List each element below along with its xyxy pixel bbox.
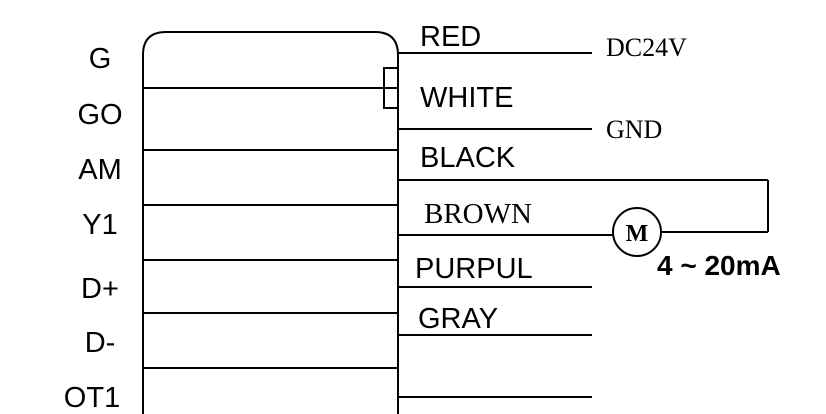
wire-labels: RED WHITE BLACK BROWN PURPUL GRAY (415, 21, 533, 335)
supply-label-dc24v: DC24V (606, 33, 687, 62)
meter-icon: M (612, 207, 662, 257)
terminal-label-g: G (89, 43, 112, 75)
terminal-label-y1: Y1 (82, 209, 117, 241)
terminal-label-ot1: OT1 (64, 382, 120, 414)
wire-label-purpul: PURPUL (415, 253, 533, 285)
white-wire-bracket (383, 67, 398, 109)
wire-leads (398, 52, 769, 398)
terminal-label-am: AM (78, 154, 122, 186)
terminal-separators (143, 87, 398, 369)
wire-label-red: RED (420, 21, 481, 53)
wire-label-black: BLACK (420, 142, 516, 174)
terminal-labels: G GO AM Y1 D+ D- OT1 (64, 43, 123, 414)
terminal-label-go: GO (77, 99, 122, 131)
wire-label-white: WHITE (420, 82, 513, 114)
device-block-outline (142, 31, 399, 414)
meter-circle (612, 207, 662, 257)
meter-symbol-label: M (626, 221, 649, 247)
supply-label-gnd: GND (606, 115, 662, 144)
wire-label-brown: BROWN (424, 198, 532, 230)
wire-label-gray: GRAY (418, 303, 498, 335)
terminal-label-dminus: D- (85, 327, 116, 359)
terminal-label-dplus: D+ (81, 273, 119, 305)
signal-range-label: 4 ~ 20mA (657, 250, 781, 281)
